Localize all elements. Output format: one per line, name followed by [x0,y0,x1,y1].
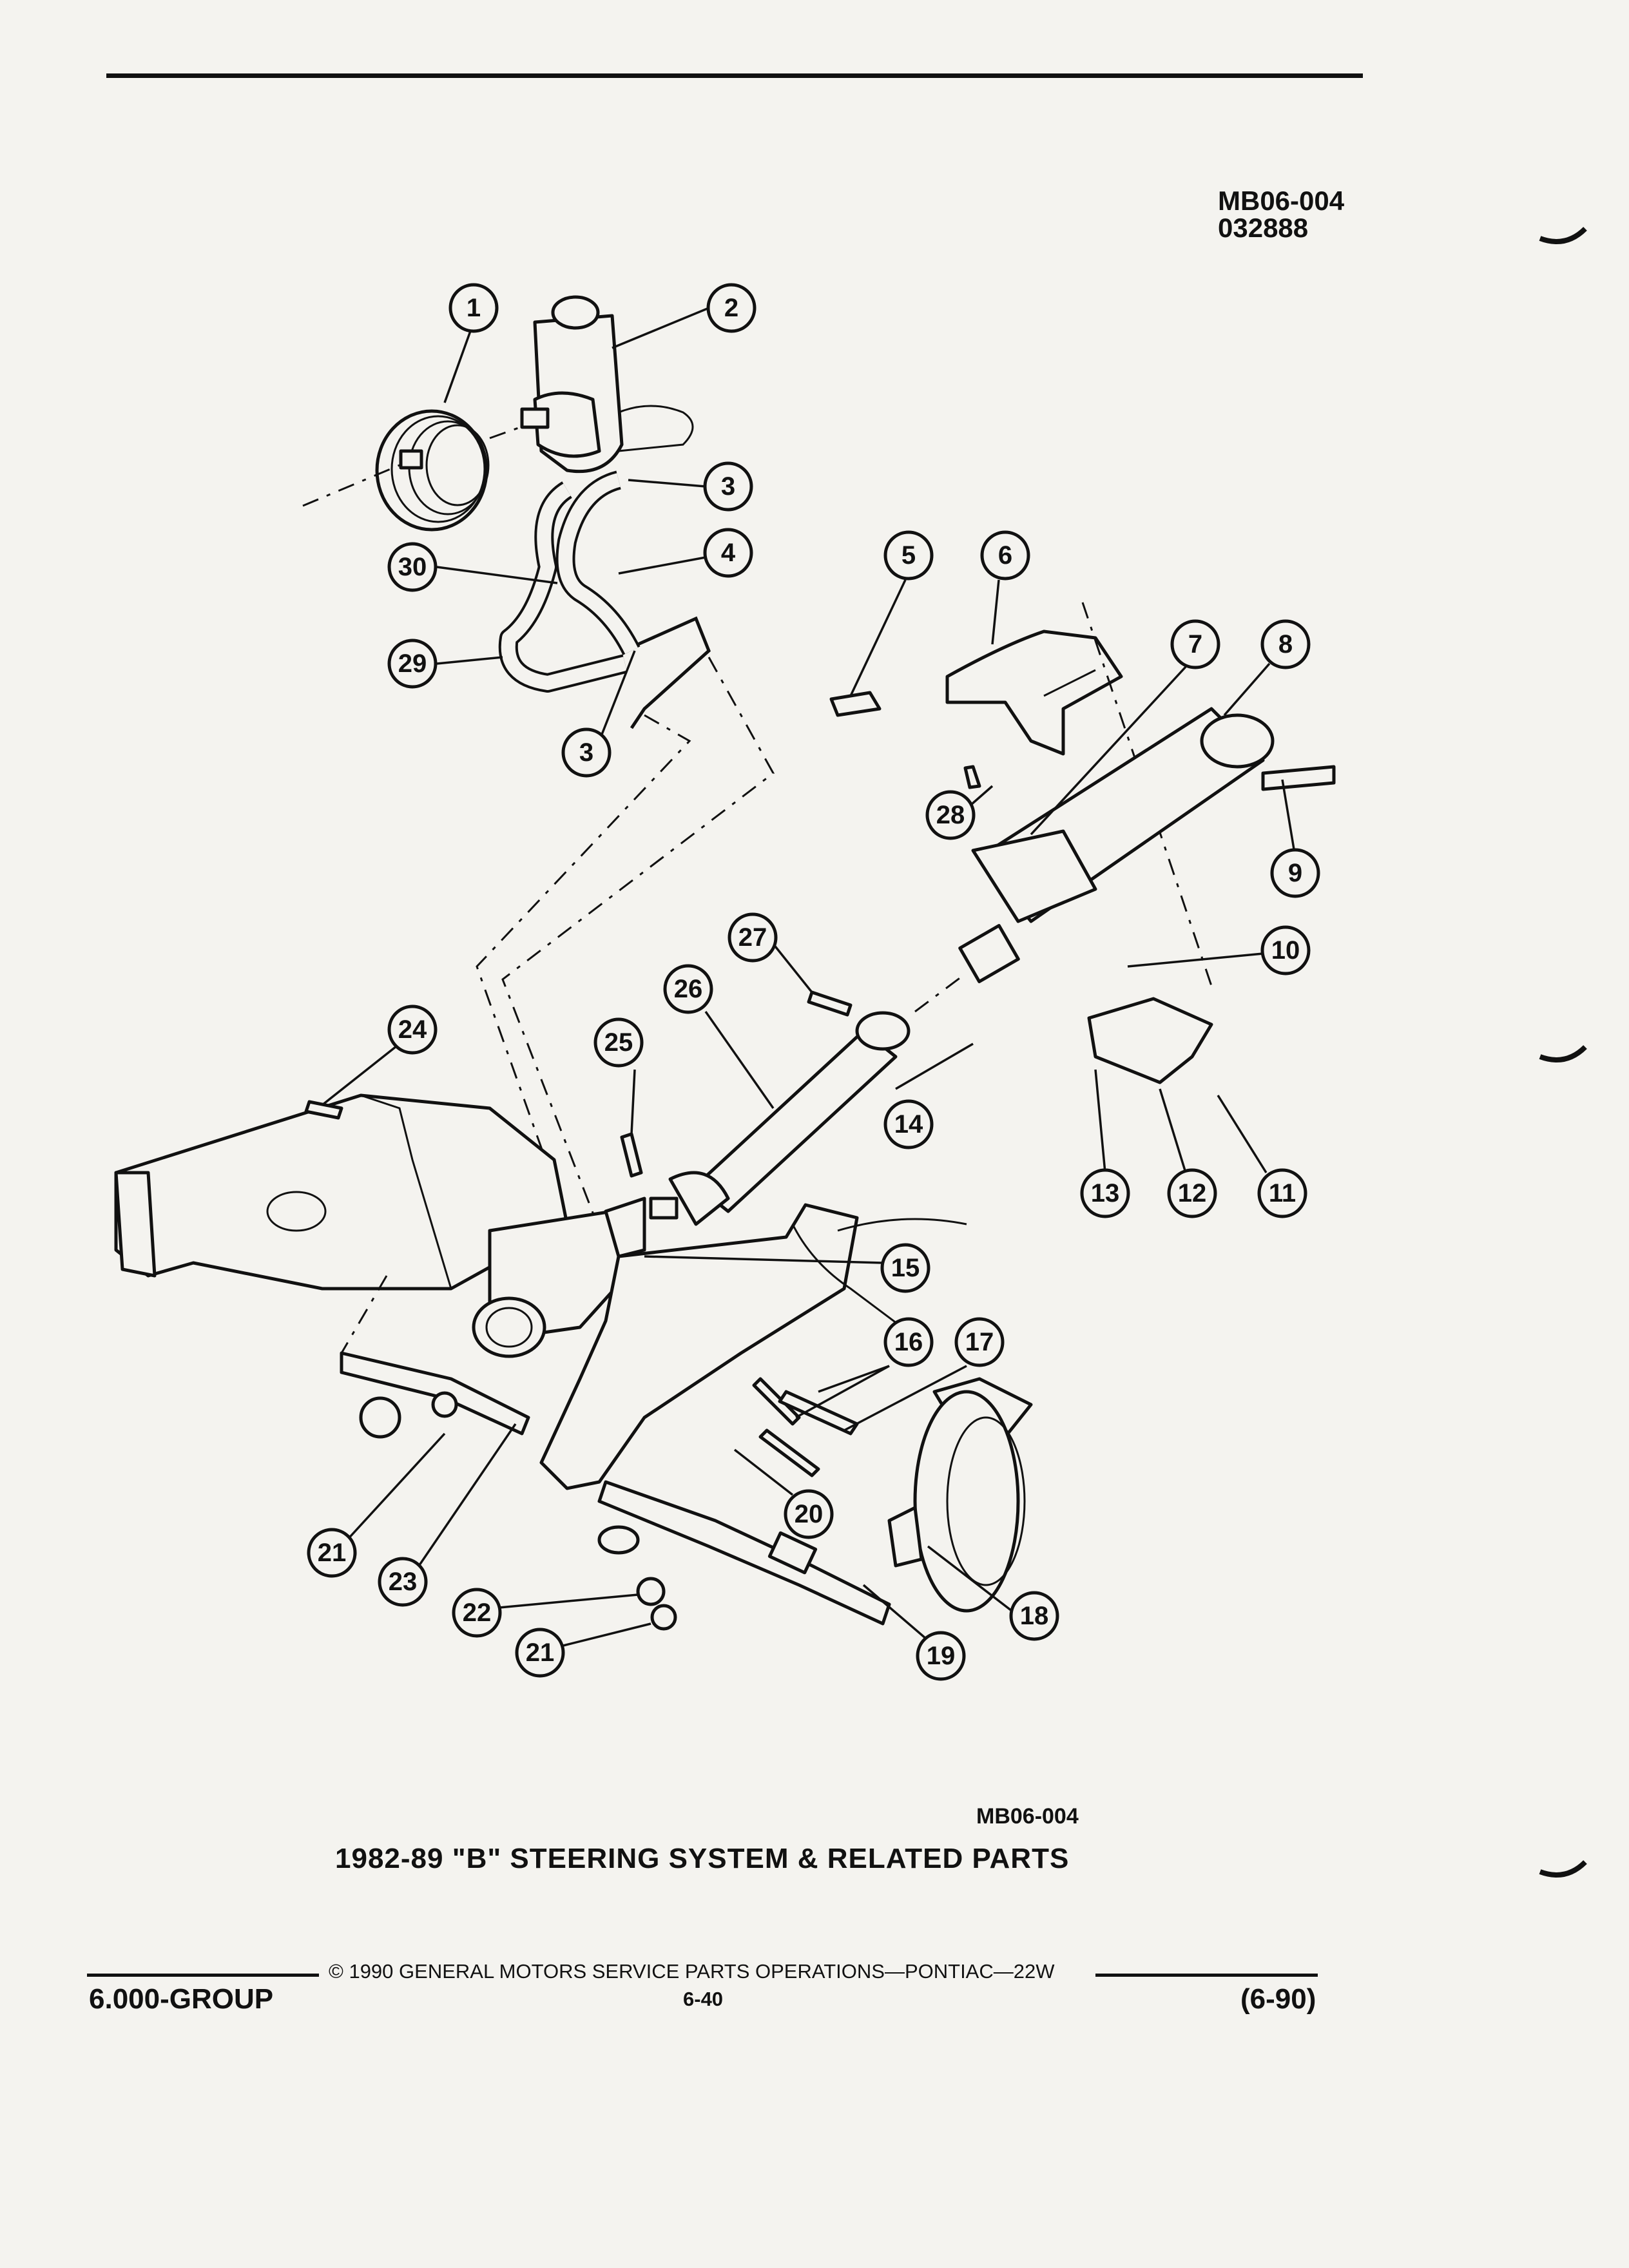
callout-label: 21 [526,1639,555,1667]
figure-code: MB06-004 [976,1804,1079,1829]
header-code: MB06-004 [1218,186,1345,216]
callout-label: 20 [795,1500,824,1528]
callout-label: 18 [1020,1602,1049,1630]
callout-label: 5 [901,541,916,570]
callout-label: 10 [1271,936,1300,965]
callout-label: 8 [1278,630,1293,658]
callout-5: 5 [883,530,934,581]
callout-label: 24 [398,1015,427,1044]
callout-label: 26 [674,975,703,1003]
callout-label: 29 [398,649,427,678]
callout-label: 11 [1269,1179,1296,1207]
callout-label: 13 [1091,1179,1120,1207]
callout-19: 19 [916,1631,966,1681]
callout-label: 28 [936,801,965,829]
callout-label: 23 [389,1568,418,1596]
callout-label: 25 [604,1028,633,1057]
callout-28: 28 [925,790,976,840]
intermediate-shaft [649,1011,911,1226]
footer-group: 6.000-GROUP [89,1983,274,2015]
callout-label: 12 [1178,1179,1207,1207]
callout-27: 27 [728,912,778,963]
callout-29: 29 [387,639,438,689]
callout-label: 3 [579,738,593,767]
callout-label: 22 [463,1599,492,1627]
callout-18: 18 [1009,1591,1059,1641]
callout-label: 7 [1188,630,1202,658]
clip [829,691,882,717]
callout-label: 3 [721,472,735,501]
callout-label: 27 [738,923,767,952]
callout-label: 4 [721,539,736,567]
callout-label: 16 [894,1328,923,1356]
callout-14: 14 [883,1099,934,1149]
figure-title: 1982-89 "B" STEERING SYSTEM & RELATED PA… [335,1843,1070,1874]
pressure-hoses [476,470,775,1264]
bolts [304,765,981,1477]
callout-11: 11 [1257,1168,1307,1218]
callout-10: 10 [1260,925,1311,975]
callout-13: 13 [1080,1168,1130,1218]
callout-8: 8 [1260,619,1311,669]
callout-12: 12 [1167,1168,1217,1218]
footer-copyright: © 1990 GENERAL MOTORS SERVICE PARTS OPER… [329,1960,1055,1983]
footer-rule-right [1095,1974,1318,1977]
callout-25: 25 [593,1017,644,1068]
callout-21: 21 [307,1528,357,1578]
footer-page: 6-40 [683,1988,724,2010]
callout-15: 15 [880,1243,930,1293]
callout-1: 1 [448,283,499,333]
callout-20: 20 [784,1489,834,1539]
callout-label: 21 [318,1539,347,1567]
header-number: 032888 [1218,213,1309,243]
callout-label: 17 [965,1328,994,1356]
frame-rail [114,1093,569,1291]
footer-rule-left [87,1974,319,1977]
callout-label: 30 [398,553,427,581]
callout-4: 4 [703,528,753,578]
callout-26: 26 [663,964,713,1014]
callout-23: 23 [378,1557,428,1607]
steering-column [914,707,1336,1013]
callout-label: 19 [927,1642,956,1670]
callout-label: 6 [998,541,1012,570]
crop-mark [1539,227,1587,244]
callout-22: 22 [452,1588,502,1638]
callout-9: 9 [1270,848,1320,898]
callout-label: 14 [894,1110,923,1139]
crop-mark [1539,1045,1587,1062]
callout-16: 16 [883,1317,934,1367]
front-crossmember [539,1203,967,1490]
callout-3: 3 [561,727,612,778]
callout-7: 7 [1170,619,1220,669]
callout-30: 30 [387,542,438,592]
top-rule [106,73,1363,78]
callout-21: 21 [515,1628,565,1678]
footer-date: (6-90) [1240,1983,1316,2015]
lower-bracket [1087,997,1213,1084]
callout-2: 2 [706,283,757,333]
callout-24: 24 [387,1004,438,1055]
crop-mark [1539,1860,1587,1878]
callout-6: 6 [980,530,1030,581]
callout-label: 9 [1288,859,1302,887]
callout-label: 2 [724,294,738,322]
callout-17: 17 [954,1317,1005,1367]
callout-label: 1 [467,294,481,322]
steering-linkage [340,1275,891,1631]
pump-pulley [302,409,535,532]
steering-knuckle-rotor [887,1377,1033,1613]
callout-3: 3 [703,461,753,512]
leader-lines [321,307,1296,1648]
power-steering-pump [520,295,694,474]
callout-label: 15 [891,1254,920,1282]
steering-gear [472,1196,646,1358]
